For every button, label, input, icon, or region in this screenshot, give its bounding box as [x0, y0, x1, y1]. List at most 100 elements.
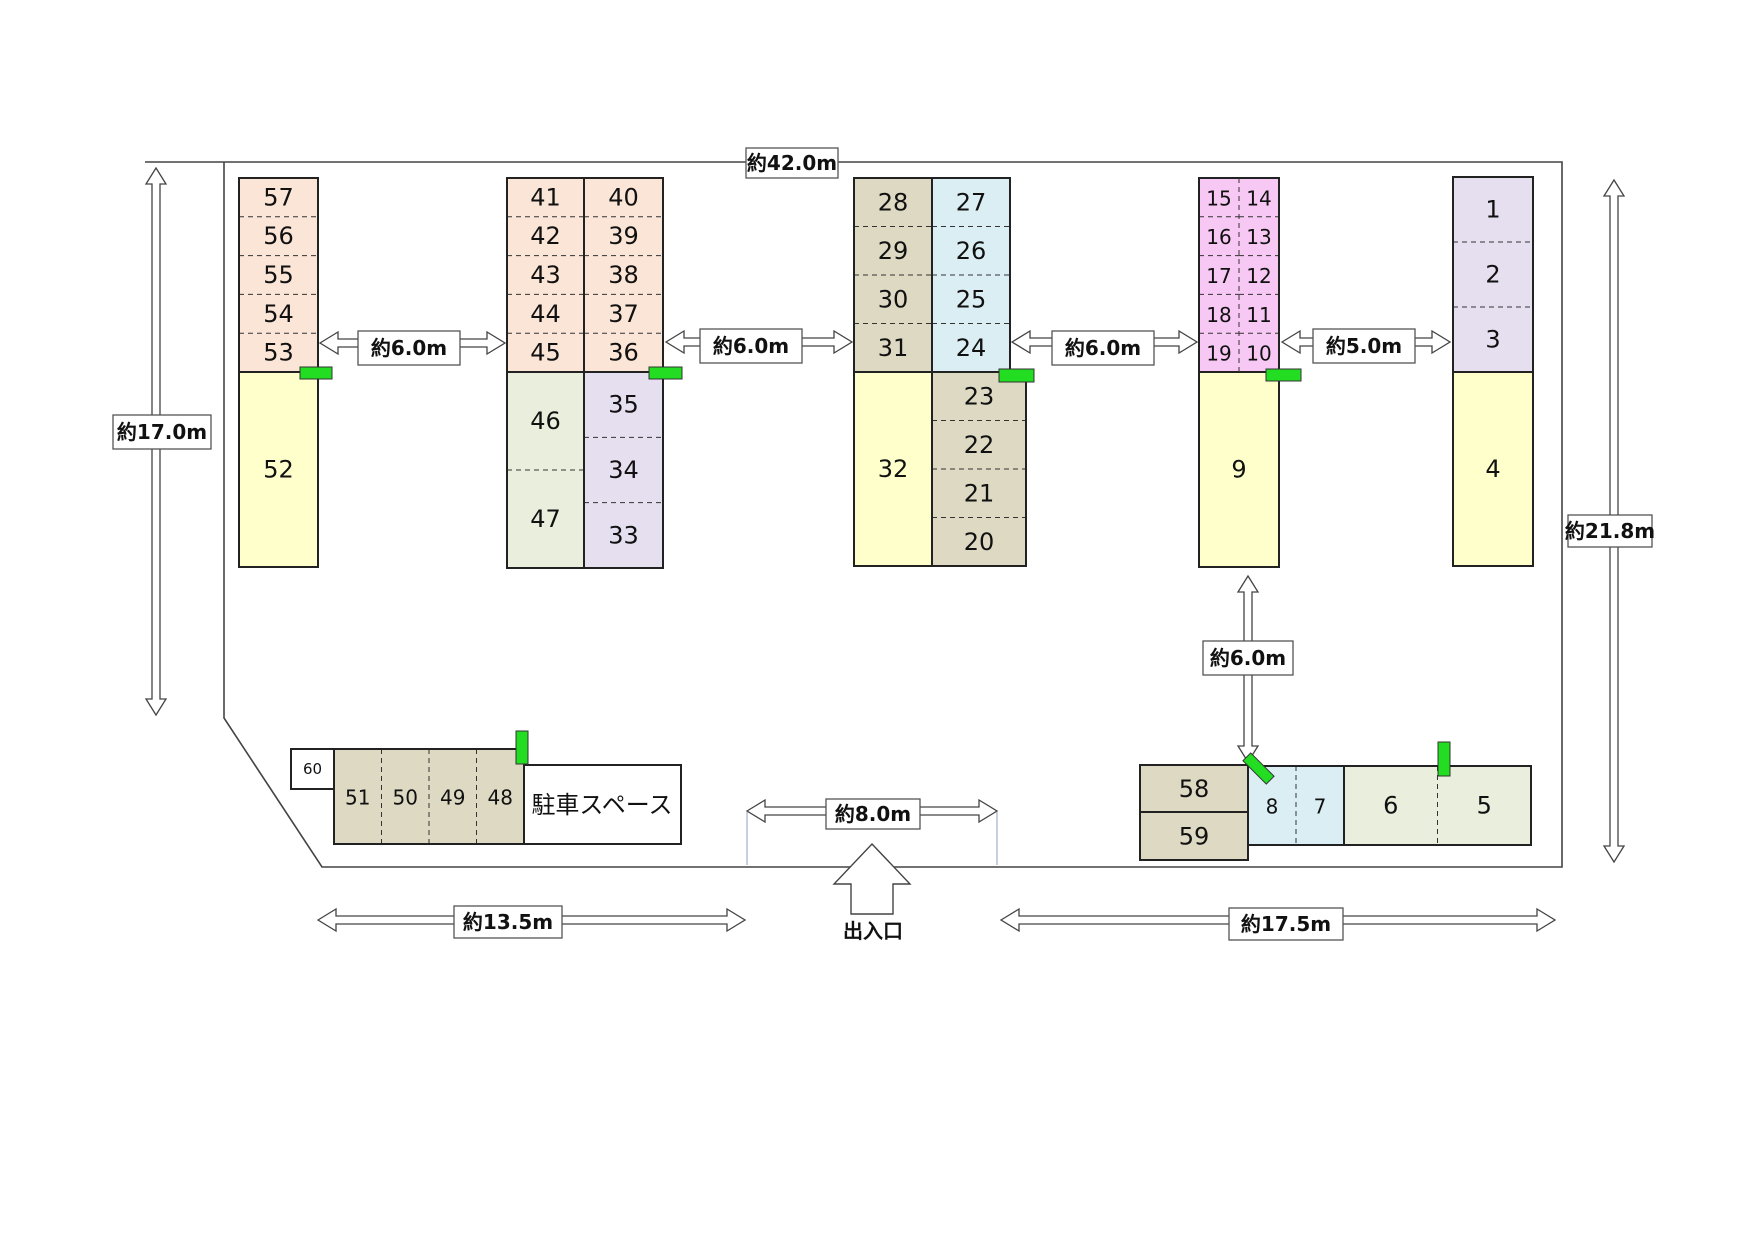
storage-unit-22[interactable] [932, 420, 1026, 470]
storage-unit-19[interactable] [1199, 333, 1239, 372]
storage-unit-39[interactable] [584, 216, 663, 256]
storage-unit-24[interactable] [932, 323, 1010, 373]
gap-label-2: 約6.0m [713, 334, 789, 358]
storage-unit-21[interactable] [932, 469, 1026, 518]
storage-unit-11[interactable] [1239, 294, 1279, 334]
storage-unit-37[interactable] [584, 294, 663, 334]
storage-unit-33[interactable] [584, 502, 663, 568]
storage-unit-55[interactable] [239, 255, 318, 295]
storage-unit-13[interactable] [1239, 216, 1279, 256]
storage-unit-50[interactable] [381, 749, 430, 844]
unit-number-29: 29 [878, 237, 909, 265]
door-markers [299, 366, 1451, 785]
unit-number-3: 3 [1485, 326, 1500, 354]
storage-unit-41[interactable] [507, 178, 584, 217]
storage-unit-49[interactable] [429, 749, 477, 844]
unit-number-23: 23 [964, 382, 995, 410]
unit-number-49: 49 [440, 786, 465, 810]
storage-unit-52[interactable] [239, 372, 318, 567]
storage-unit-46[interactable] [507, 372, 584, 470]
storage-unit-32[interactable] [854, 372, 932, 566]
unit-number-38: 38 [608, 261, 639, 289]
storage-unit-26[interactable] [932, 226, 1010, 276]
storage-unit-4[interactable] [1453, 372, 1533, 566]
unit-number-42: 42 [530, 222, 561, 250]
unit-number-22: 22 [964, 431, 995, 459]
vertical-gap-label: 約6.0m [1210, 646, 1286, 670]
unit-number-52: 52 [263, 456, 294, 484]
storage-unit-15[interactable] [1199, 178, 1239, 217]
storage-unit-14[interactable] [1239, 178, 1279, 217]
storage-unit-30[interactable] [854, 275, 932, 324]
unit-number-1: 1 [1485, 196, 1500, 224]
storage-unit-57[interactable] [239, 178, 318, 217]
storage-unit-12[interactable] [1239, 255, 1279, 295]
storage-unit-2[interactable] [1453, 242, 1533, 307]
unit-number-33: 33 [608, 521, 639, 549]
storage-unit-51[interactable] [334, 749, 382, 844]
unit-number-57: 57 [263, 183, 294, 211]
unit-number-46: 46 [530, 407, 561, 435]
vertical-gap-label-box [1202, 640, 1294, 676]
storage-unit-8[interactable] [1248, 766, 1296, 845]
gap-label-3-box [1051, 330, 1155, 366]
door-marker [648, 366, 683, 380]
unit-number-12: 12 [1246, 264, 1271, 288]
unit-number-48: 48 [488, 786, 513, 810]
storage-unit-31[interactable] [854, 323, 932, 373]
unit-number-24: 24 [956, 334, 987, 362]
unit-number-28: 28 [878, 188, 909, 216]
storage-unit-54[interactable] [239, 294, 318, 334]
storage-unit-56[interactable] [239, 216, 318, 256]
storage-unit-1[interactable] [1453, 177, 1533, 242]
bottom-left-label-box [453, 905, 563, 939]
entrance-arrow-icon [832, 842, 912, 915]
storage-unit-16[interactable] [1199, 216, 1239, 256]
storage-unit-59[interactable] [1140, 812, 1248, 861]
unit-number-39: 39 [608, 222, 639, 250]
storage-unit-7[interactable] [1296, 766, 1344, 845]
storage-unit-9[interactable] [1199, 372, 1279, 567]
storage-unit-58[interactable] [1140, 765, 1248, 813]
entrance-width-label: 約8.0m [835, 802, 911, 826]
storage-unit-5[interactable] [1437, 766, 1532, 845]
unit-number-20: 20 [964, 528, 995, 556]
storage-unit-43[interactable] [507, 255, 584, 295]
gap-label-3: 約6.0m [1065, 336, 1141, 360]
storage-unit-44[interactable] [507, 294, 584, 334]
storage-unit-53[interactable] [239, 333, 318, 372]
bottom-left-label: 約13.5m [463, 910, 553, 934]
storage-unit-48[interactable] [476, 749, 525, 844]
unit-number-34: 34 [608, 456, 639, 484]
storage-unit-36[interactable] [584, 333, 663, 372]
storage-unit-27[interactable] [932, 178, 1010, 227]
unit-number-36: 36 [608, 339, 639, 367]
unit-number-4: 4 [1485, 455, 1500, 483]
right-height-label-box [1567, 514, 1653, 548]
storage-unit-3[interactable] [1453, 307, 1533, 372]
storage-unit-45[interactable] [507, 333, 584, 372]
storage-unit-18[interactable] [1199, 294, 1239, 334]
unit-number-55: 55 [263, 261, 294, 289]
storage-unit-10[interactable] [1239, 333, 1279, 372]
storage-unit-35[interactable] [584, 372, 663, 438]
storage-unit-42[interactable] [507, 216, 584, 256]
storage-unit-17[interactable] [1199, 255, 1239, 295]
storage-unit-25[interactable] [932, 275, 1010, 324]
bottom-right-label-box [1228, 907, 1344, 941]
storage-unit-20[interactable] [932, 517, 1026, 567]
unit-number-11: 11 [1246, 303, 1271, 327]
storage-unit-60[interactable] [291, 749, 334, 789]
right-height-label: 約21.8m [1565, 519, 1655, 543]
storage-unit-34[interactable] [584, 437, 663, 503]
bottom-right-label: 約17.5m [1241, 912, 1331, 936]
storage-unit-6[interactable] [1344, 766, 1438, 845]
storage-unit-28[interactable] [854, 178, 932, 227]
storage-unit-47[interactable] [507, 470, 584, 568]
unit-number-43: 43 [530, 261, 561, 289]
unit-block-outline [583, 371, 664, 569]
storage-unit-38[interactable] [584, 255, 663, 295]
storage-unit-40[interactable] [584, 178, 663, 217]
storage-unit-29[interactable] [854, 226, 932, 276]
gap-label-2-box [699, 328, 803, 364]
